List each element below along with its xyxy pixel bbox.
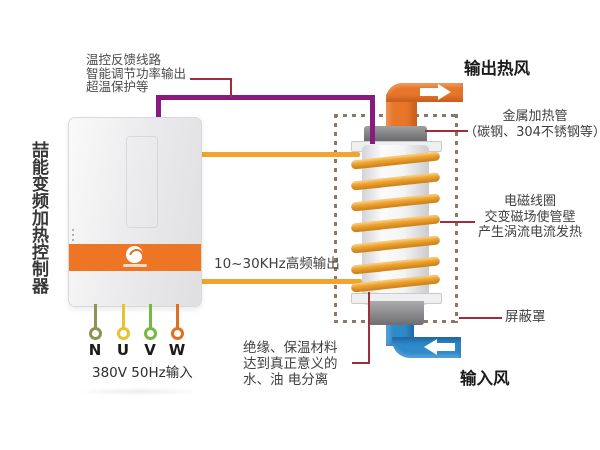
hf-output-wire-top (200, 152, 360, 157)
tube-bottom-cap (368, 301, 424, 325)
insulation-label: 绝缘、保温材料 达到真正意义的 水、油 电分离 (243, 340, 338, 388)
feedback-line-1: 温控反馈线路 (86, 52, 162, 67)
control-signal-wire (370, 97, 375, 144)
vent-dot (72, 229, 74, 231)
terminal-ring-u (117, 327, 130, 340)
coil-label-line-1: 电磁线圈 (503, 194, 556, 209)
terminal-ring-v (144, 327, 157, 340)
control-signal-wire (156, 95, 375, 100)
feedback-line-3: 超温保护等 (86, 79, 149, 94)
flow-arrow-left-icon (424, 339, 437, 355)
terminal-label-n: N (88, 341, 102, 359)
coil-label-line-2: 交变磁场使管壁 (484, 209, 576, 225)
feedback-annotation: 温控反馈线路 智能调节功率输出 超温保护等 (86, 53, 186, 94)
shield-box-left-edge (334, 114, 337, 323)
terminal-ring-n (89, 327, 102, 340)
vent-dot (72, 234, 74, 236)
feedback-pointer-line (190, 78, 232, 80)
hf-output-label: 10~30KHz高频输出 (214, 256, 340, 272)
shield-box-right-edge (455, 114, 458, 323)
terminal-wire-u (122, 304, 125, 329)
shield-pointer-line (459, 317, 502, 319)
coil-label-line-3: 产生涡流电流发热 (477, 225, 582, 240)
input-air-label: 输入风 (460, 369, 510, 388)
shield-label: 屏蔽罩 (505, 309, 546, 325)
insulation-pointer-line (352, 362, 370, 364)
tube-label-line-2: （碳钢、304不锈钢等） (464, 124, 600, 140)
feedback-line-2: 智能调节功率输出 (86, 65, 187, 81)
tube-label: 金属加热管 （碳钢、304不锈钢等） (462, 109, 600, 140)
controller-box (68, 117, 202, 307)
coil-label: 电磁线圈 交变磁场使管壁 产生涡流电流发热 (466, 194, 594, 241)
terminal-label-v: V (144, 341, 156, 359)
controller-front-panel (126, 136, 158, 228)
insulation-line-2: 达到真正意义的 (243, 356, 338, 372)
controller-shadow (74, 387, 202, 396)
output-air-label: 输出热风 (464, 59, 530, 78)
brand-logo-text (123, 264, 147, 267)
hf-output-wire-bottom (200, 279, 362, 284)
terminal-wire-w (176, 304, 179, 329)
terminal-label-u: U (116, 341, 130, 359)
flow-arrow-right-icon (438, 84, 451, 100)
tube-pointer-line (425, 130, 468, 132)
feedback-pointer-line (230, 78, 232, 97)
controller-brand-band (69, 244, 201, 271)
insulation-line-3: 水、油 电分离 (243, 372, 329, 388)
control-signal-wire (156, 97, 161, 118)
vertical-title: 喆能变频加热控制器 (28, 141, 48, 294)
insulation-line-1: 绝缘、保温材料 (243, 340, 338, 356)
vent-dot (72, 239, 74, 241)
terminal-label-w: W (168, 341, 186, 359)
coil-pointer-line (440, 221, 475, 223)
terminal-wire-n (94, 304, 97, 329)
terminal-ring-w (171, 327, 184, 340)
tube-label-line-1: 金属加热管 (502, 109, 568, 124)
flow-arrow-left-icon (437, 343, 455, 351)
power-spec-label: 380V 50Hz输入 (92, 365, 193, 381)
insulation-pointer-line (368, 292, 370, 364)
brand-logo-icon (126, 246, 143, 263)
terminal-wire-v (149, 304, 152, 329)
flow-arrow-right-icon (420, 88, 438, 96)
